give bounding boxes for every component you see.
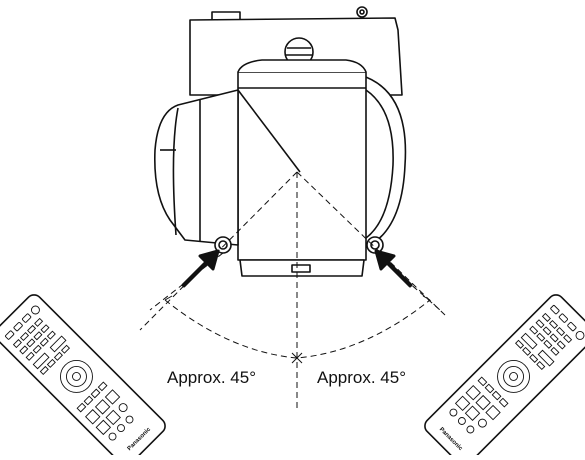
angle-label-left: Approx. 45° [167, 368, 257, 387]
diagonal-right-line [296, 171, 446, 316]
angle-arc [164, 299, 431, 359]
camera-side-disc [359, 74, 407, 251]
angle-label-right: Approx. 45° [317, 368, 407, 387]
arrow-left-icon [181, 249, 220, 288]
remote-control-right: Panasonic [424, 294, 585, 460]
arrow-right-icon [374, 249, 413, 288]
remote-control-left: Panasonic [0, 294, 166, 460]
camera-body [153, 6, 407, 277]
camera-lens-hood [153, 89, 239, 246]
camera-top-knob-right [356, 6, 368, 18]
camera-main-housing [237, 71, 367, 261]
arc-ticks [164, 295, 431, 364]
ir-sensor-left [214, 236, 232, 254]
